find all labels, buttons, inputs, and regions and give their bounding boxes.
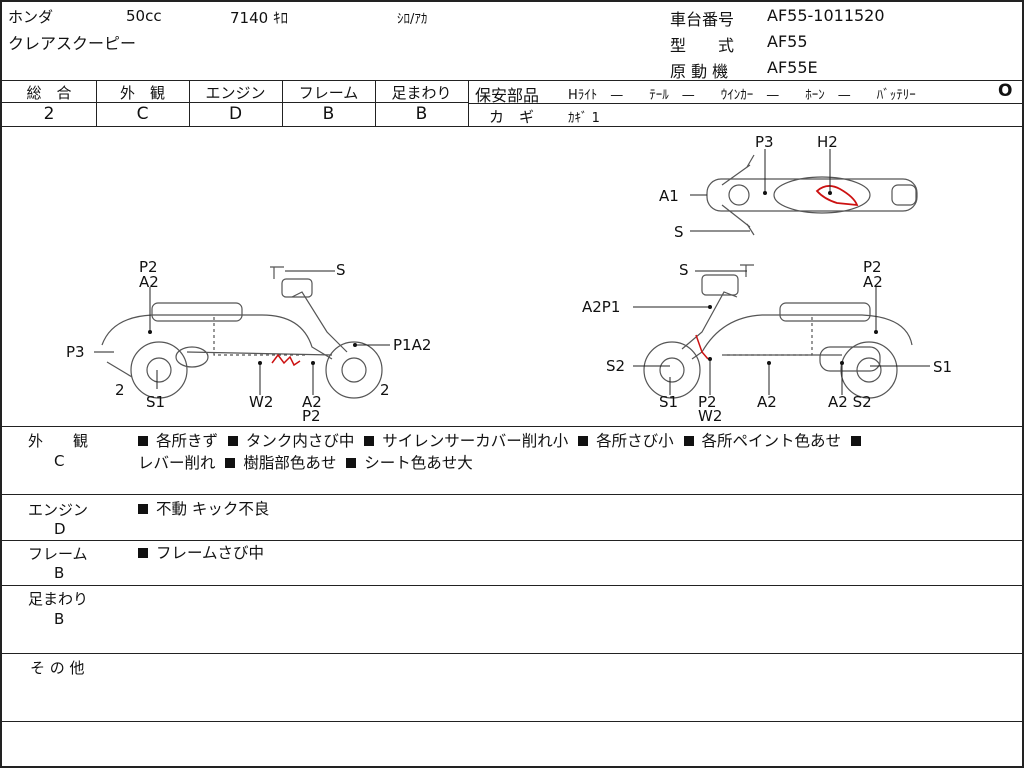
maker: ホンダ [8,8,54,26]
remark-frame-label: フレーム [28,545,88,563]
remark-suspension-grade: B [54,610,65,628]
type-label: 型 式 [670,36,735,55]
remark-engine-grade: D [54,520,66,538]
remark-frame-items: フレームさび中 [138,542,264,564]
label-top-a1: A1 [659,187,679,205]
grade-suspension-value: B [415,104,428,124]
remark-exterior-grade: C [54,452,65,470]
label-right-a2: A2 [863,273,883,291]
label-left-2a: 2 [115,381,125,399]
safety-label: 保安部品 [475,86,540,105]
label-left-w2: W2 [249,393,273,411]
label-left-p2b: P2 [302,407,321,425]
grade-engine-value: D [228,104,243,124]
label-right-p2: P2 [863,258,882,276]
scooter-diagram: P3 H2 A1 S P2 A2 S P3 P1A2 2 2 S1 W2 A2 … [66,133,952,425]
label-right-s2: S2 [606,357,625,375]
key-value: ｶｷﾞ 1 [568,111,600,126]
remark-exterior-label: 外 観 [28,432,89,450]
mileage: 7140 ｷﾛ [230,9,288,27]
label-right-p2b: P2 [698,393,717,411]
label-left-p2: P2 [139,258,158,276]
displacement: 50cc [126,7,162,25]
type: AF55 [767,32,808,51]
label-left-a2: A2 [139,273,159,291]
battery-mark: O [998,81,1013,101]
grade-exterior-label: 外 観 [119,84,165,102]
label-left-s: S [336,261,346,279]
grade-frame-label: フレーム [298,84,359,102]
grade-suspension-label: 足まわり [391,84,452,102]
label-left-2b: 2 [380,381,390,399]
label-right-s: S [679,261,689,279]
model-name: クレアスクーピー [8,34,137,53]
grade-frame-value: B [322,104,335,124]
remark-other-label: そ の 他 [30,659,85,677]
grade-exterior-value: C [136,104,149,124]
grade-overall-label: 総 合 [26,84,72,102]
safety-items: Hﾗｲﾄ — ﾃｰﾙ — ｳｲﾝｶｰ — ﾎｰﾝ — ﾊﾞｯﾃﾘｰ [568,88,916,103]
frame-no: AF55-1011520 [767,6,885,25]
label-left-s1: S1 [146,393,165,411]
label-top-s: S [674,223,684,241]
label-left-p3: P3 [66,343,85,361]
remark-frame-grade: B [54,564,65,582]
engine: AF55E [767,58,818,77]
label-top-h2: H2 [817,133,838,151]
label-right-w2: W2 [698,407,722,425]
remark-engine-items: 不動 キック不良 [138,498,269,520]
label-right-a2b: A2 [757,393,777,411]
label-right-a2p1: A2P1 [582,298,620,316]
label-left-a2c: A2 [302,393,322,411]
label-right-s1: S1 [659,393,678,411]
key-label: カ ギ [489,108,535,126]
grade-engine-label: エンジン [205,84,266,102]
remark-suspension-label: 足まわり [28,590,89,608]
label-top-p3: P3 [755,133,774,151]
grade-overall-value: 2 [43,104,55,124]
frame-no-label: 車台番号 [670,10,735,29]
label-right-a2s2: A2 S2 [828,393,872,411]
label-left-p1a2: P1A2 [393,336,431,354]
remark-engine-label: エンジン [28,501,89,519]
remark-exterior-items: 各所きず タンク内さび中 サイレンサーカバー削れ小 各所さび小 各所ペイント色あ… [138,430,1018,474]
color: ｼﾛ/ｱｶ [397,12,428,27]
engine-label: 原 動 機 [670,62,729,81]
label-right-s1r: S1 [933,358,952,376]
